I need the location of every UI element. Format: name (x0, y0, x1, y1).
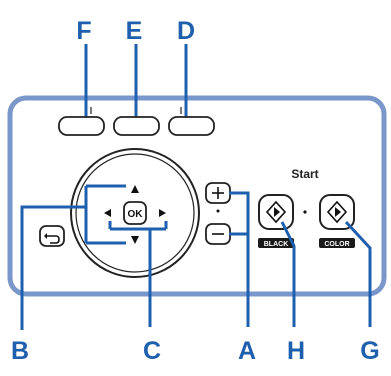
color-label: COLOR (324, 241, 349, 248)
panel-outline (7, 95, 387, 297)
nav-up-icon[interactable] (131, 185, 139, 193)
label-F: F (76, 17, 91, 45)
callout-line-G (344, 220, 372, 327)
function-button-center[interactable] (113, 116, 160, 136)
ok-button-label: OK (128, 209, 144, 220)
label-B: B (11, 337, 29, 365)
callout-line-H (280, 221, 296, 327)
label-G: G (360, 337, 379, 365)
black-label-badge (258, 238, 294, 248)
black-label: BLACK (264, 241, 289, 248)
start-diamond-icon (326, 200, 348, 224)
separator-dot-start (303, 210, 307, 214)
label-C: C (143, 337, 161, 365)
ok-button[interactable] (123, 201, 147, 225)
start-label: Start (291, 167, 318, 181)
start-diamond-icon (265, 200, 287, 224)
color-label-badge (319, 238, 355, 248)
label-A: A (238, 337, 256, 365)
nav-right-icon[interactable] (159, 209, 166, 217)
function-button-right[interactable] (168, 116, 215, 136)
plus-icon (212, 187, 224, 199)
nav-ring-inner (75, 153, 195, 273)
nav-down-icon[interactable] (131, 236, 139, 244)
callout-bracket-A (229, 191, 250, 236)
separator-dot (216, 209, 220, 213)
nav-left-icon[interactable] (104, 209, 111, 217)
back-arrow-icon (44, 233, 60, 244)
label-D: D (177, 17, 195, 45)
callout-line-B (20, 205, 86, 330)
label-H: H (287, 337, 305, 365)
function-button-left[interactable] (58, 116, 105, 136)
label-E: E (126, 17, 143, 45)
